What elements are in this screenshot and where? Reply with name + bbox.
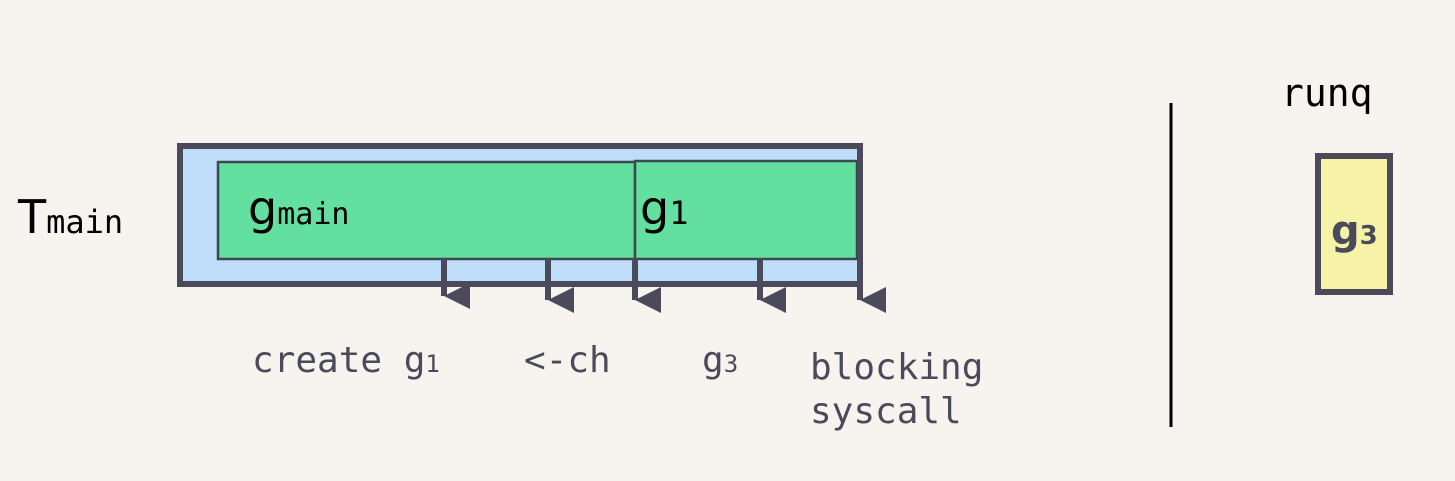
goroutine-label-gmain: gmain	[248, 181, 349, 235]
goroutine-gmain-subscript: main	[277, 197, 349, 232]
event-label-blocking: blocking	[810, 347, 983, 388]
runq-item-g3-label: g3	[1331, 208, 1378, 254]
goroutine-gmain-name: g	[248, 181, 277, 235]
thread-subscript: main	[46, 203, 123, 241]
thread-name: T	[17, 190, 47, 244]
goroutine-g1-subscript: 1	[669, 194, 688, 232]
event-create-subscript: 1	[425, 350, 439, 378]
event-label-g3: g3	[702, 340, 738, 381]
event-g3-subscript: 3	[724, 350, 738, 378]
runq-g3-name: g	[1331, 208, 1360, 254]
event-create-text: create g	[252, 340, 425, 381]
event-label-create-g1: create g1	[252, 340, 440, 381]
goroutine-box-gmain	[216, 160, 637, 261]
event-g3-text: g	[702, 340, 724, 381]
runq-label: runq	[1281, 71, 1373, 115]
goroutine-box-g1	[633, 159, 859, 261]
event-label-syscall: syscall	[810, 391, 962, 432]
runq-item-g3	[1315, 153, 1393, 295]
thread-label: Tmain	[17, 190, 123, 244]
runq-g3-subscript: 3	[1360, 221, 1378, 251]
goroutine-g1-name: g	[640, 181, 669, 235]
event-label-receive-ch: <-ch	[524, 340, 611, 381]
goroutine-label-g1: g1	[640, 181, 688, 235]
